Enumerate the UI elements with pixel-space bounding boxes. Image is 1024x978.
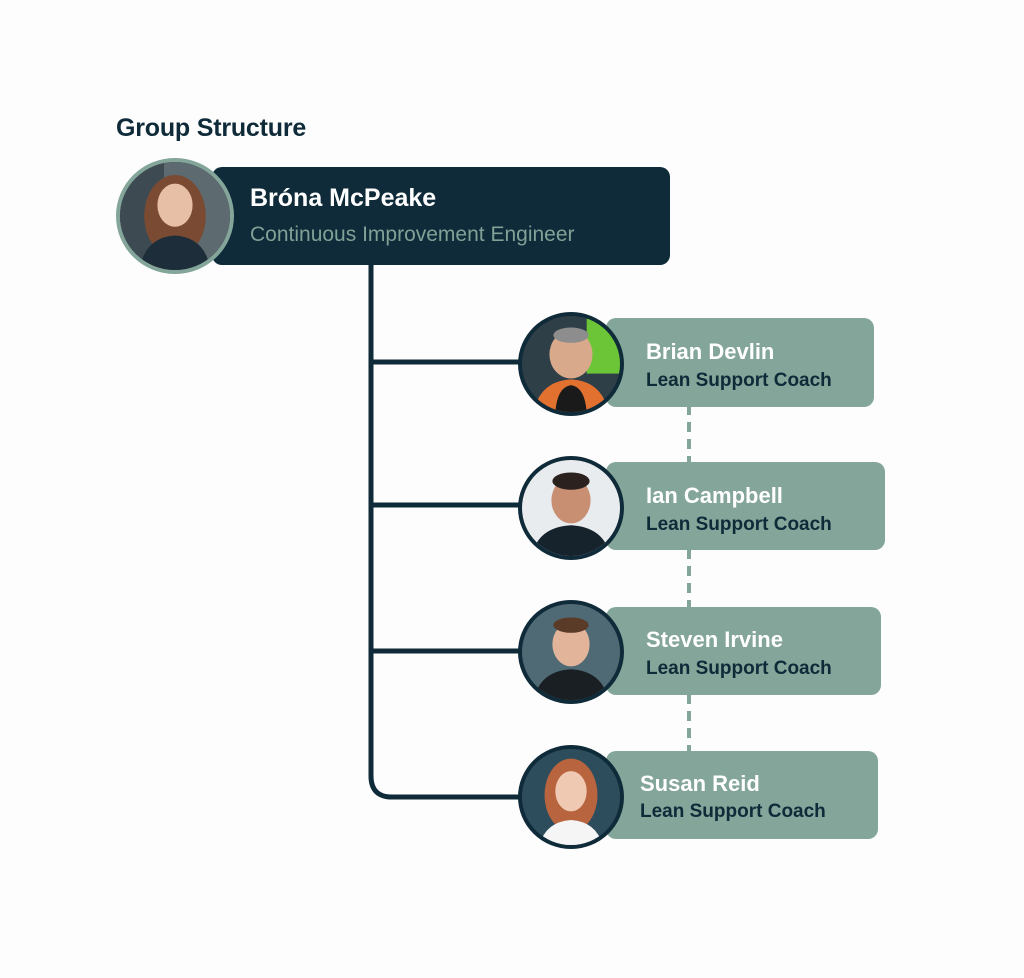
member-role-2: Lean Support Coach [646,514,832,535]
member-card-3 [606,607,881,695]
member-avatar-4 [518,745,624,849]
member-card-1 [606,318,874,407]
member-name-3: Steven Irvine [646,627,783,652]
member-role-3: Lean Support Coach [646,658,832,679]
member-card-4 [606,751,878,839]
member-avatar-1 [518,312,624,416]
member-name-4: Susan Reid [640,771,760,796]
leader-name: Bróna McPeake [250,184,437,212]
member-avatar-3 [518,600,624,704]
leader-role: Continuous Improvement Engineer [250,223,575,246]
member-name-1: Brian Devlin [646,339,775,364]
member-card-2 [606,462,885,550]
member-role-4: Lean Support Coach [640,801,826,822]
leader-card [212,167,670,265]
member-avatar-2 [518,456,624,560]
member-role-1: Lean Support Coach [646,370,832,391]
leader-avatar [116,158,234,274]
page-title: Group Structure [116,114,307,142]
member-name-2: Ian Campbell [646,483,783,508]
trunk-line [368,264,525,800]
